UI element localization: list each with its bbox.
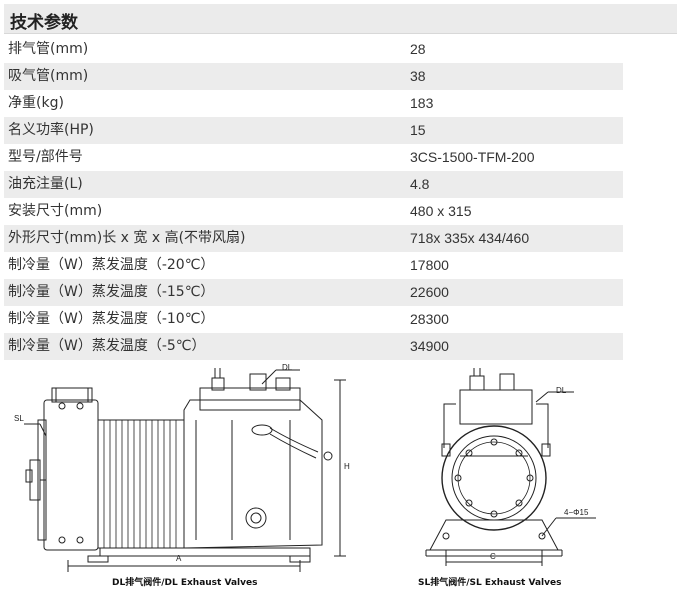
section-title: 技术参数 xyxy=(10,13,78,33)
spec-label: 排气管(mm) xyxy=(8,41,89,57)
spec-value: 28 xyxy=(410,41,426,57)
compressor-drawing-svg xyxy=(24,368,596,572)
spec-row-overall-dimensions: 外形尺寸(mm)长 x 宽 x 高(不带风扇) 718x 335x 434/46… xyxy=(4,225,623,252)
spec-value: 183 xyxy=(410,95,434,111)
dl-valve-label-left: DL xyxy=(282,363,293,372)
spec-label: 净重(kg) xyxy=(8,95,64,111)
spec-value: 38 xyxy=(410,68,426,84)
spec-row-net-weight: 净重(kg) 183 xyxy=(4,90,623,117)
spec-value: 34900 xyxy=(410,338,449,354)
spec-row-capacity-m20: 制冷量（W）蒸发温度（-20℃） 17800 xyxy=(4,252,623,279)
mounting-holes-label: 4−Φ15 xyxy=(564,508,589,517)
spec-label: 名义功率(HP) xyxy=(8,122,94,138)
length-dimension-label: A xyxy=(176,554,182,563)
spec-row-capacity-m5: 制冷量（W）蒸发温度（-5℃） 34900 xyxy=(4,333,623,360)
spec-label: 安装尺寸(mm) xyxy=(8,203,103,219)
spec-value: 22600 xyxy=(410,284,449,300)
technical-drawing: SL DL H A DL 4−Φ15 C DL排气阀件/DL Exhaust V… xyxy=(0,360,677,595)
spec-value: 15 xyxy=(410,122,426,138)
spec-value: 4.8 xyxy=(410,176,430,192)
spec-row-capacity-m10: 制冷量（W）蒸发温度（-10℃） 28300 xyxy=(4,306,623,333)
side-view-drawing xyxy=(24,368,346,572)
spec-label: 型号/部件号 xyxy=(8,149,83,165)
sl-valve-label: SL xyxy=(14,414,24,423)
spec-row-mounting-size: 安装尺寸(mm) 480 x 315 xyxy=(4,198,623,225)
end-view-drawing xyxy=(425,368,596,566)
dl-valve-label-right: DL xyxy=(556,386,567,395)
spec-label: 吸气管(mm) xyxy=(8,68,89,84)
spec-row-nominal-power: 名义功率(HP) 15 xyxy=(4,117,623,144)
spec-value: 17800 xyxy=(410,257,449,273)
spec-row-suction-pipe: 吸气管(mm) 38 xyxy=(4,63,623,90)
spec-row-capacity-m15: 制冷量（W）蒸发温度（-15℃） 22600 xyxy=(4,279,623,306)
spec-value: 718x 335x 434/460 xyxy=(410,230,530,246)
spec-label: 制冷量（W）蒸发温度（-5℃） xyxy=(8,338,206,354)
width-dimension-label: C xyxy=(490,552,496,561)
spec-value: 28300 xyxy=(410,311,449,327)
section-title-bar: 技术参数 xyxy=(4,4,677,34)
spec-value: 480 x 315 xyxy=(410,203,472,219)
spec-table: 排气管(mm) 28 吸气管(mm) 38 净重(kg) 183 名义功率(HP… xyxy=(4,36,623,360)
spec-value: 3CS-1500-TFM-200 xyxy=(410,149,535,165)
spec-row-model-number: 型号/部件号 3CS-1500-TFM-200 xyxy=(4,144,623,171)
height-dimension-label: H xyxy=(344,462,350,471)
sl-valves-caption: SL排气阀件/SL Exhaust Valves xyxy=(418,578,562,588)
spec-label: 制冷量（W）蒸发温度（-15℃） xyxy=(8,284,215,300)
spec-label: 制冷量（W）蒸发温度（-10℃） xyxy=(8,311,215,327)
spec-row-discharge-pipe: 排气管(mm) 28 xyxy=(4,36,623,63)
spec-row-oil-charge: 油充注量(L) 4.8 xyxy=(4,171,623,198)
dl-valves-caption: DL排气阀件/DL Exhaust Valves xyxy=(112,578,258,588)
spec-label: 油充注量(L) xyxy=(8,176,83,192)
spec-label: 外形尺寸(mm)长 x 宽 x 高(不带风扇) xyxy=(8,230,246,246)
spec-label: 制冷量（W）蒸发温度（-20℃） xyxy=(8,257,215,273)
